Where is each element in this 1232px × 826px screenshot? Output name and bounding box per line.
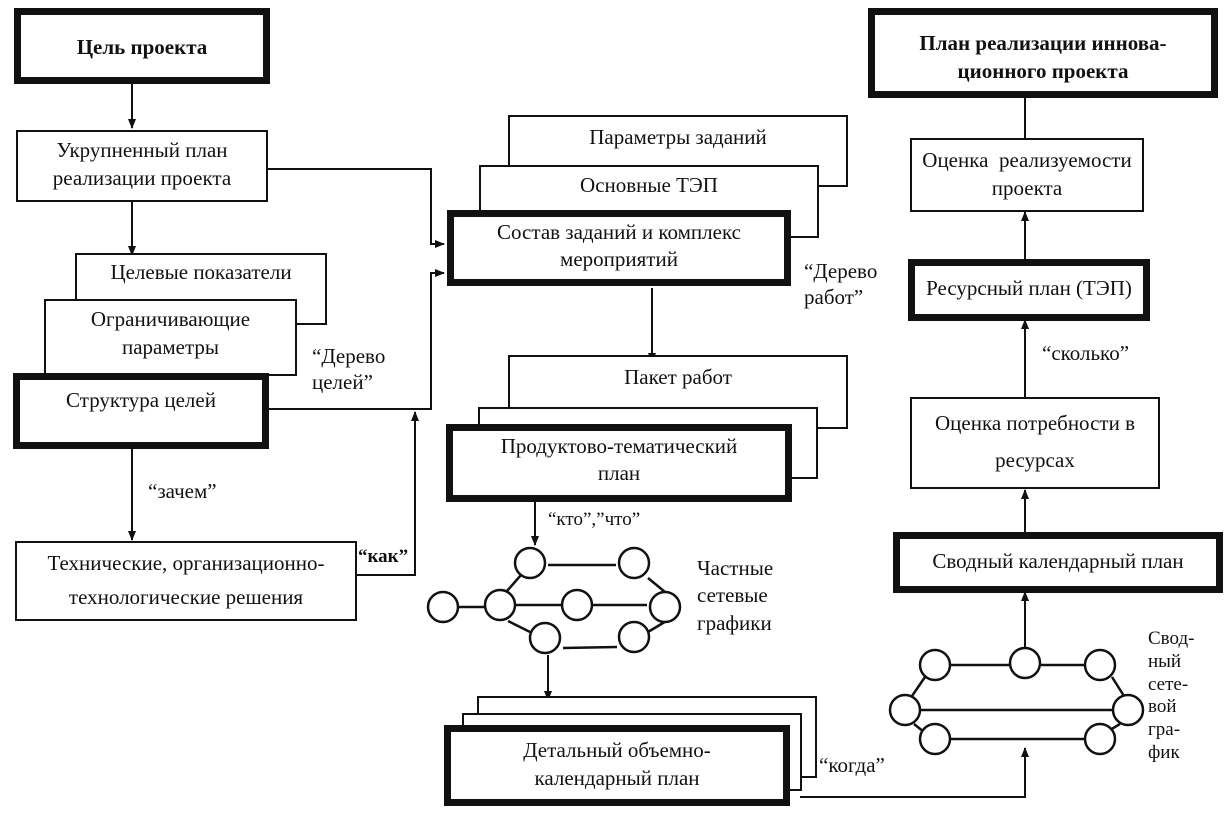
arrow-detail-to-summary-network bbox=[800, 747, 1029, 798]
resource-plan-box: Ресурсный план (ТЭП) bbox=[908, 259, 1150, 321]
arrow-plan-to-composition bbox=[267, 168, 445, 248]
resource-needs-line1: Оценка потребности в bbox=[935, 411, 1135, 435]
feasibility-box: Оценка реализуемости проекта bbox=[910, 138, 1144, 212]
partial-networks-line1: Частные bbox=[697, 556, 774, 580]
feasibility-line1: Оценка реализуемости bbox=[922, 148, 1132, 172]
network-node bbox=[1083, 648, 1117, 682]
solutions-box: Технические, организационно- технологиче… bbox=[15, 541, 357, 621]
who-what-label: “кто”,”что” bbox=[548, 509, 641, 530]
detailed-plan-line2: календарный план bbox=[534, 766, 700, 791]
partial-networks-line2: сетевые bbox=[697, 583, 768, 608]
network-node bbox=[617, 620, 651, 654]
network-node bbox=[513, 546, 547, 580]
resource-needs-line2: ресурсах bbox=[995, 447, 1075, 472]
consolidated-plan-line1: Укрупненный план bbox=[56, 138, 228, 162]
task-composition-box: Состав заданий и комплекс мероприятий bbox=[447, 210, 791, 286]
summary-network-line5: гра- bbox=[1148, 719, 1181, 741]
goal-structure-box: Структура целей bbox=[13, 373, 269, 449]
resource-plan-text: Ресурсный план (ТЭП) bbox=[926, 276, 1132, 300]
feasibility-line2: проекта bbox=[991, 176, 1063, 201]
partial-networks-label: Частные сетевые графики bbox=[697, 555, 773, 637]
partial-networks-line3: графики bbox=[697, 610, 772, 635]
limiting-parameters-box: Ограничивающие параметры bbox=[44, 299, 297, 376]
partial-network-graph bbox=[426, 546, 682, 655]
goal-box: Цель проекта bbox=[14, 8, 270, 84]
summary-calendar-text: Сводный календарный план bbox=[932, 549, 1184, 573]
why-label: “зачем” bbox=[148, 479, 217, 503]
network-node bbox=[426, 590, 460, 624]
summary-network-line2: ный bbox=[1148, 650, 1182, 672]
task-parameters-text: Параметры заданий bbox=[589, 125, 767, 149]
product-plan-line1: Продуктово-тематический bbox=[500, 434, 738, 458]
how-much-label: “сколько” bbox=[1042, 341, 1130, 365]
solutions-line1: Технические, организационно- bbox=[47, 551, 325, 575]
product-plan-line2: план bbox=[597, 461, 641, 486]
network-node bbox=[483, 588, 517, 622]
goal-tree-label: “Дерево целей” bbox=[312, 343, 385, 396]
implementation-plan-line2: ционного проекта bbox=[957, 59, 1129, 84]
work-tree-label-line2: работ” bbox=[804, 285, 864, 310]
work-tree-label: “Дерево работ” bbox=[804, 258, 877, 311]
network-node bbox=[528, 621, 562, 655]
solutions-line2: технологические решения bbox=[68, 584, 304, 609]
target-indicators-text: Целевые показатели bbox=[110, 260, 292, 284]
summary-network-graph bbox=[888, 646, 1145, 756]
detailed-plan-line1: Детальный объемно- bbox=[523, 738, 711, 762]
network-node bbox=[648, 590, 682, 624]
implementation-plan-line1: План реализации иннова- bbox=[919, 31, 1167, 55]
network-node bbox=[918, 648, 952, 682]
work-tree-label-line1: “Дерево bbox=[804, 259, 878, 283]
resource-needs-box: Оценка потребности в ресурсах bbox=[910, 397, 1160, 489]
goal-tree-label-line1: “Дерево bbox=[312, 344, 386, 368]
network-node bbox=[560, 588, 594, 622]
network-node bbox=[1083, 722, 1117, 756]
network-node bbox=[918, 722, 952, 756]
network-node bbox=[617, 546, 651, 580]
network-node bbox=[1111, 693, 1145, 727]
work-package-text: Пакет работ bbox=[624, 365, 732, 389]
goal-structure-text: Структура целей bbox=[66, 388, 216, 412]
consolidated-plan-box: Укрупненный план реализации проекта bbox=[16, 130, 268, 202]
summary-network-label: Свод- ный сете- вой гра- фик bbox=[1148, 628, 1194, 765]
summary-network-line3: сете- bbox=[1148, 673, 1189, 695]
summary-network-line6: фик bbox=[1148, 741, 1180, 763]
goal-text: Цель проекта bbox=[76, 35, 208, 59]
how-label: “как” bbox=[358, 546, 409, 567]
arrow-structure-to-composition bbox=[267, 269, 445, 410]
network-node bbox=[888, 693, 922, 727]
main-tep-text: Основные ТЭП bbox=[580, 173, 718, 197]
limiting-parameters-line2: параметры bbox=[121, 335, 220, 360]
consolidated-plan-line2: реализации проекта bbox=[52, 166, 232, 191]
when-label: “когда” bbox=[819, 753, 885, 777]
detailed-plan-box: Детальный объемно- календарный план bbox=[444, 725, 790, 806]
product-plan-box: Продуктово-тематический план bbox=[446, 424, 792, 502]
summary-network-line1: Свод- bbox=[1148, 628, 1195, 649]
arrow-how bbox=[356, 411, 419, 576]
limiting-parameters-line1: Ограничивающие bbox=[90, 307, 251, 331]
goal-tree-label-line2: целей” bbox=[312, 370, 373, 395]
implementation-plan-box: План реализации иннова- ционного проекта bbox=[868, 8, 1218, 98]
summary-network-line4: вой bbox=[1148, 696, 1177, 718]
task-composition-line2: мероприятий bbox=[560, 247, 678, 272]
task-composition-line1: Состав заданий и комплекс bbox=[497, 220, 741, 244]
summary-calendar-box: Сводный календарный план bbox=[893, 532, 1223, 593]
network-node bbox=[1008, 646, 1042, 680]
